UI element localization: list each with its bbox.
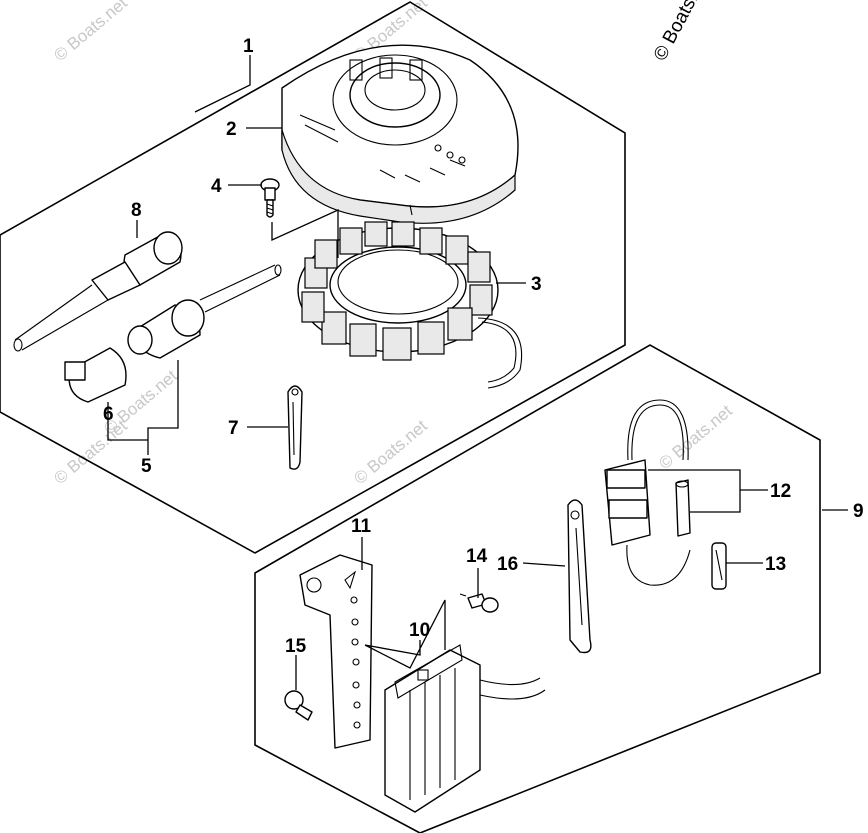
bolt	[260, 178, 280, 218]
fuse-holder	[604, 399, 691, 586]
cap	[64, 347, 127, 403]
watermark: © Boats.net	[655, 401, 736, 473]
grommet	[284, 690, 313, 721]
callout-12: 12	[770, 481, 791, 502]
callout-11: 11	[351, 516, 372, 537]
regulator	[384, 644, 546, 813]
callout-3: 3	[531, 274, 542, 295]
callout-7: 7	[228, 418, 239, 439]
callout-1: 1	[243, 36, 254, 57]
callout-13: 13	[765, 554, 786, 575]
stator	[297, 221, 523, 389]
copyright-text: © Boats.net	[650, 0, 716, 64]
callout-9: 9	[853, 501, 864, 522]
group-1-outline	[0, 1, 626, 554]
screw	[459, 593, 499, 613]
group-9-outline	[254, 344, 821, 833]
callout-15: 15	[285, 636, 307, 657]
leader-lines	[107, 55, 848, 690]
callout-2: 2	[226, 119, 237, 140]
connector	[13, 231, 183, 352]
fuse	[711, 542, 727, 590]
callout-14: 14	[466, 546, 488, 567]
callout-16: 16	[497, 554, 518, 575]
callout-6: 6	[103, 404, 114, 425]
watermark: © Boats.net	[50, 0, 131, 65]
callout-5: 5	[141, 456, 152, 477]
plug	[127, 264, 282, 359]
bracket	[299, 554, 373, 749]
clamp	[287, 385, 303, 470]
callout-8: 8	[131, 200, 142, 221]
callout-10: 10	[409, 620, 430, 641]
flywheel-cover	[281, 44, 519, 224]
clamp-small	[567, 499, 592, 654]
callout-4: 4	[211, 176, 222, 197]
